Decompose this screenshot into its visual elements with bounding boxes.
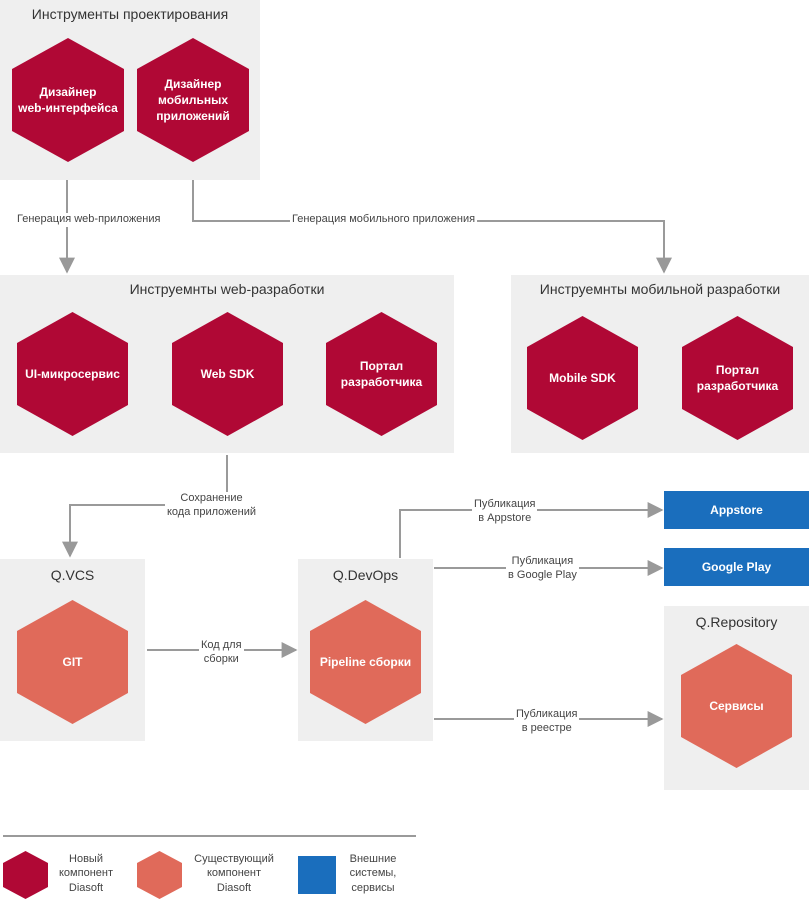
ui-microservice-hex[interactable]: UI-микросервис: [17, 312, 128, 436]
mobile-sdk-label: Mobile SDK: [549, 370, 616, 385]
web-dev-tools-box: Инструемнты web-разработки UI-микросерви…: [0, 275, 454, 453]
legend-existing-label: Существующий компонент Diasoft: [194, 853, 274, 894]
git-hex[interactable]: GIT: [17, 600, 128, 724]
appstore-box[interactable]: Appstore: [664, 491, 809, 529]
web-dev-tools-title: Инструемнты web-разработки: [129, 281, 325, 297]
build-pipeline-label: Pipeline сборки: [319, 654, 412, 669]
legend-external-label: Внешние системы, сервисы: [349, 853, 397, 894]
mobile-dev-tools-title: Инструемнты мобильной разработки: [539, 281, 781, 297]
code-build-label: Код для сборки: [199, 639, 244, 667]
qdevops-box: Q.DevOps Pipeline сборки: [298, 559, 433, 741]
save-code-label: Сохранение кода приложений: [165, 492, 258, 520]
pub-appstore-label: Публикация в Appstore: [472, 498, 538, 526]
gen-mobile-label: Генерация мобильного приложения: [290, 213, 478, 227]
qrepository-title: Q.Repository: [695, 614, 778, 630]
web-developer-portal-label: Портал разработчика: [340, 358, 423, 389]
design-tools-box: Инструменты проектирования Дизайнер web-…: [0, 0, 260, 180]
qrepository-box: Q.Repository Сервисы: [664, 606, 809, 790]
qvcs-title: Q.VCS: [50, 567, 95, 583]
web-sdk-hex[interactable]: Web SDK: [172, 312, 283, 436]
services-hex[interactable]: Сервисы: [681, 644, 792, 768]
qvcs-box: Q.VCS GIT: [0, 559, 145, 741]
mobile-dev-tools-box: Инструемнты мобильной разработки Mobile …: [511, 275, 809, 453]
legend-external-swatch: [298, 856, 336, 894]
pub-registry-label: Публикация в реестре: [514, 708, 580, 736]
mobile-app-designer-hex[interactable]: Дизайнер мобильных приложений: [137, 38, 249, 162]
build-pipeline-hex[interactable]: Pipeline сборки: [310, 600, 421, 724]
web-ui-designer-label: Дизайнер web-интерфейса: [18, 84, 118, 115]
web-sdk-label: Web SDK: [200, 366, 255, 381]
gen-web-label: Генерация web-приложения: [15, 213, 163, 227]
mobile-sdk-hex[interactable]: Mobile SDK: [527, 316, 638, 440]
legend-new-label: Новый компонент Diasoft: [59, 853, 113, 894]
google-play-box[interactable]: Google Play: [664, 548, 809, 586]
mobile-developer-portal-hex[interactable]: Портал разработчика: [682, 316, 793, 440]
web-ui-designer-hex[interactable]: Дизайнер web-интерфейса: [12, 38, 124, 162]
legend-existing-swatch: [137, 851, 182, 899]
git-label: GIT: [62, 654, 83, 669]
design-tools-title: Инструменты проектирования: [31, 6, 229, 22]
mobile-developer-portal-label: Портал разработчика: [696, 362, 779, 393]
legend-new-swatch: [3, 851, 48, 899]
pub-google-label: Публикация в Google Play: [506, 555, 579, 583]
services-label: Сервисы: [709, 698, 764, 713]
qdevops-title: Q.DevOps: [332, 567, 399, 583]
web-developer-portal-hex[interactable]: Портал разработчика: [326, 312, 437, 436]
ui-microservice-label: UI-микросервис: [25, 366, 120, 381]
mobile-app-designer-label: Дизайнер мобильных приложений: [156, 76, 230, 124]
